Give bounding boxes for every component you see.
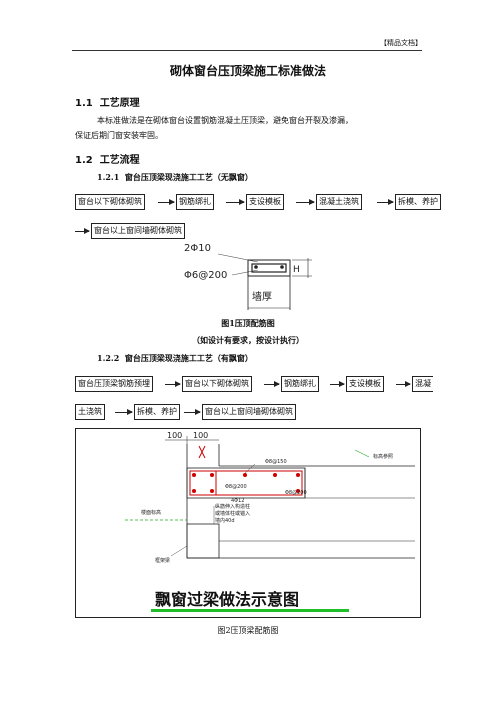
subsection-1-title: 窗台压顶梁现浇施工工艺（无飘窗） [124, 172, 253, 182]
subsection-1-heading: 1.2.1 窗台压顶梁现浇施工工艺（无飘窗） [97, 172, 253, 183]
flow2-step-1: 窗台压顶梁钢筋预埋 [75, 376, 153, 392]
flow2-arrow-6 [184, 409, 201, 415]
figure-1-note: （如设计有要求，按设计执行） [192, 335, 304, 345]
flow1-arrow-4 [377, 199, 394, 205]
section-1-heading: 1.1 工艺原理 [75, 94, 140, 109]
flow1-step-4: 混凝土浇筑 [316, 194, 362, 210]
section-2-number: 1.2 [75, 155, 93, 166]
flow1-arrow-5 [75, 228, 90, 234]
flow1-arrow-2 [226, 199, 245, 205]
section-1-line2: 保证后期门窗安装牢固。 [75, 131, 163, 140]
fig2-note-d: 4Φ12 [231, 498, 244, 504]
header-rule [72, 50, 422, 51]
subsection-2-title: 窗台压顶梁现浇施工工艺（有飘窗） [124, 353, 253, 363]
flow1-arrow-1 [158, 199, 175, 205]
flow1-step-2: 钢筋绑扎 [176, 194, 214, 210]
flow2-step-5a: 混凝 [412, 376, 433, 392]
flow1-step-5: 拆模、养护 [395, 194, 441, 210]
flow1-step-3: 支设模板 [246, 194, 284, 210]
fig2-floor-label: 楼面标高 [141, 509, 161, 516]
fig2-note-c: Φ8@200 [285, 490, 307, 496]
flow1-step-1: 窗台以下砌体砌筑 [75, 194, 145, 210]
figure-1-drawing: 2Φ10 Φ6@200 H 墙厚 [184, 243, 312, 310]
fig2-beam-label: 框架梁 [155, 557, 170, 564]
fig2-dim-2: 100 [193, 431, 208, 440]
flow2-arrow-3 [330, 381, 345, 387]
figure-1-caption: 图1压顶配筋图 [221, 318, 275, 328]
figure-2-drawing: 100 100 Φ8@150 Φ8@200 Φ8@200 4Φ12 纵筋伸入构造… [75, 428, 421, 618]
flow2-step-5b: 土浇筑 [75, 404, 105, 420]
fig1-height-label: H [293, 265, 300, 275]
section-1-line1: 本标准做法是在砌体窗台设置钢筋混凝土压顶梁，避免窗台开裂及渗漏， [97, 116, 353, 125]
flow2-arrow-5 [115, 409, 133, 415]
flow1-step-6: 窗台以上窗间墙砌体砌筑 [91, 223, 185, 239]
flow2-step-4: 支设模板 [346, 376, 384, 392]
header-tag: 【精品文档】 [380, 39, 422, 47]
section-2-title: 工艺流程 [99, 155, 140, 166]
fig2-banner: 飘窗过梁做法示意图 [155, 590, 299, 609]
flow2-step-6: 拆模、养护 [134, 404, 180, 420]
fig1-wall-label: 墙厚 [252, 290, 272, 303]
flow2-step-2: 窗台以下砌体砌筑 [182, 376, 252, 392]
flow2-arrow-4 [396, 381, 411, 387]
subsection-1-number: 1.2.1 [97, 172, 120, 182]
subsection-2-number: 1.2.2 [97, 353, 120, 363]
section-2-heading: 1.2 工艺流程 [75, 151, 140, 166]
flow2-arrow-1 [165, 381, 181, 387]
fig2-banner-underline [151, 609, 349, 612]
fig2-sill-label: 标高参照 [373, 453, 393, 460]
fig2-banner-bg [151, 587, 347, 609]
fig2-note-f: 或墙体柱或锚入 [215, 510, 250, 517]
section-1-title: 工艺原理 [99, 98, 140, 109]
flow1-arrow-3 [296, 199, 315, 205]
figure-2-caption: 图2压顶梁配筋图 [217, 626, 279, 635]
fig2-note-b: Φ8@200 [225, 484, 247, 490]
fig2-note-e: 纵筋伸入构造柱 [215, 503, 250, 510]
fig2-dim-1: 100 [167, 431, 182, 440]
fig2-frame [75, 428, 421, 618]
page-title: 砌体窗台压顶梁施工标准做法 [169, 64, 326, 78]
fig1-bar-label: 2Φ10 [184, 243, 211, 254]
subsection-2-heading: 1.2.2 窗台压顶梁现浇施工工艺（有飘窗） [97, 353, 253, 364]
flow2-step-7: 窗台以上窗间墙砌体砌筑 [202, 404, 296, 420]
flow2-step-3: 钢筋绑扎 [281, 376, 319, 392]
fig1-stirrup-label: Φ6@200 [184, 270, 227, 281]
section-1-number: 1.1 [75, 98, 93, 109]
flow2-arrow-2 [264, 381, 280, 387]
fig2-note-a: Φ8@150 [265, 459, 287, 465]
fig2-note-g: 墙内40d [215, 517, 235, 524]
